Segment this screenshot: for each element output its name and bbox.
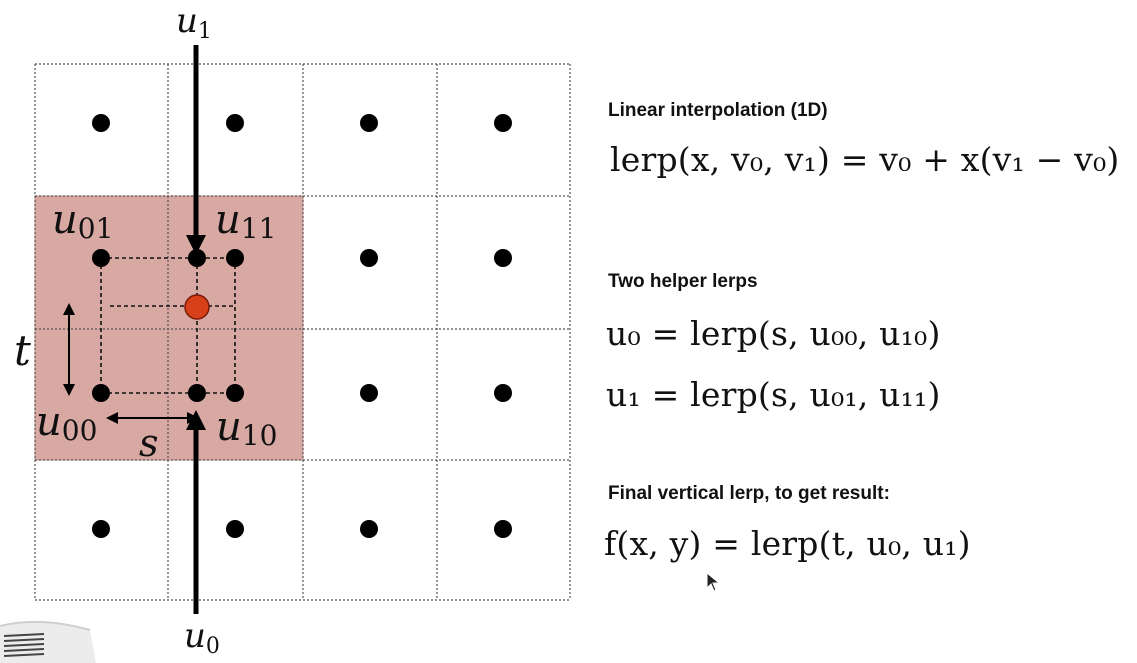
sample-u1-mid [188, 249, 206, 267]
sample-u10 [226, 384, 244, 402]
label-u1-top: u1 [176, 1, 212, 44]
texture-grid [34, 63, 571, 601]
label-u01: u01 [52, 197, 113, 245]
texel-dot [360, 249, 378, 267]
label-u11: u11 [215, 197, 276, 245]
cursor-arrow-icon [706, 571, 721, 597]
linear-interpolation-heading: Linear interpolation (1D) [608, 100, 828, 121]
label-s: s [139, 421, 159, 465]
texel-dot [494, 520, 512, 538]
texel-dot [360, 114, 378, 132]
texel-dot [494, 384, 512, 402]
sample-u01 [92, 249, 110, 267]
texel-dot [226, 520, 244, 538]
label-t: t [14, 326, 31, 375]
sample-u11 [226, 249, 244, 267]
sample-u00 [92, 384, 110, 402]
label-u0-bottom: u0 [184, 616, 220, 659]
texel-dot [494, 249, 512, 267]
bilinear-interpolation-diagram: u1 u0 u01 u11 u00 u10 t s [14, 1, 571, 659]
neighbor-samples [92, 249, 244, 402]
device-photo-fragment [0, 620, 96, 663]
sample-u0-mid [188, 384, 206, 402]
texel-dot [360, 520, 378, 538]
helper-lerps-heading: Two helper lerps [608, 271, 758, 292]
label-u10: u10 [216, 404, 277, 452]
texel-dot [92, 520, 110, 538]
label-u00: u00 [36, 399, 97, 447]
helper-lerp-u0-formula: u₀ = lerp(s, u₀₀, u₁₀) [606, 314, 941, 353]
final-lerp-formula: f(x, y) = lerp(t, u₀, u₁) [604, 524, 971, 563]
texel-dot [92, 114, 110, 132]
texel-dot [360, 384, 378, 402]
lerp-definition-formula: lerp(x, v₀, v₁) = v₀ + x(v₁ − v₀) [610, 140, 1120, 179]
helper-lerp-u1-formula: u₁ = lerp(s, u₀₁, u₁₁) [606, 375, 941, 414]
final-lerp-heading: Final vertical lerp, to get result: [608, 483, 890, 504]
interpolation-box [100, 257, 236, 394]
texel-dot [226, 114, 244, 132]
texel-centers [92, 114, 512, 538]
texel-dot [494, 114, 512, 132]
result-sample-point [184, 294, 210, 320]
